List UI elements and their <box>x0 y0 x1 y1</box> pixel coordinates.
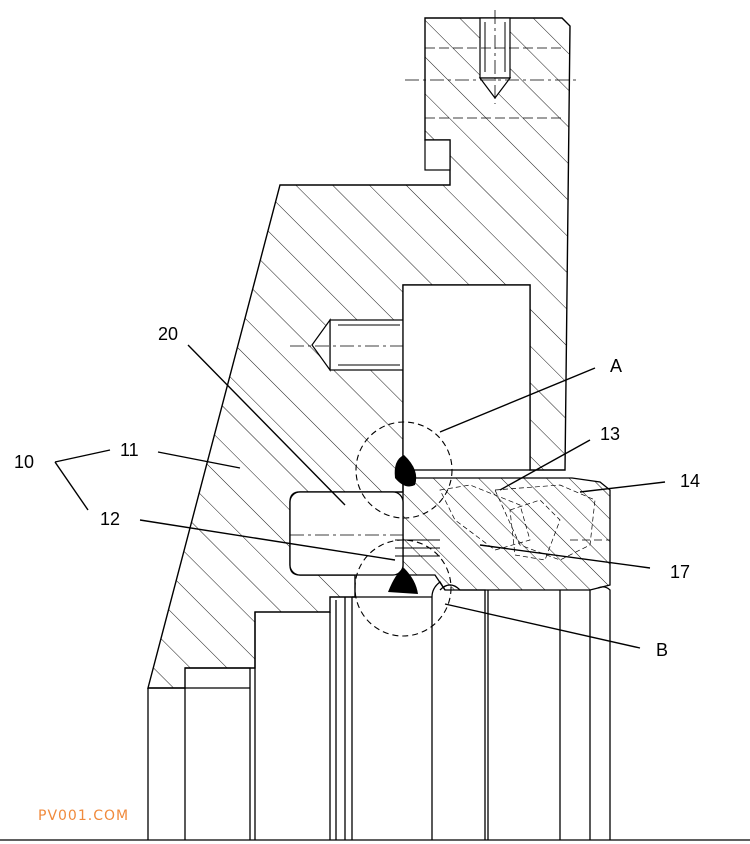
label-13: 13 <box>600 424 620 444</box>
detail-circle-b <box>354 539 452 637</box>
side-bolt <box>290 318 425 372</box>
label-b: B <box>656 640 668 660</box>
seal-ring <box>402 477 611 591</box>
leader-lines <box>54 344 666 649</box>
weld-bead-b <box>388 568 418 594</box>
label-20: 20 <box>158 324 178 344</box>
label-14: 14 <box>680 471 700 491</box>
label-17: 17 <box>670 562 690 582</box>
inner-cavity <box>402 284 531 471</box>
weld-bead-a <box>394 455 417 487</box>
slot-12 <box>289 491 404 576</box>
flange-notch <box>424 139 451 171</box>
label-11: 11 <box>120 440 139 460</box>
detail-circle-a <box>355 421 453 519</box>
top-bolt <box>405 10 580 119</box>
label-10: 10 <box>14 452 34 472</box>
watermark: PV001.COM <box>38 808 130 824</box>
label-a: A <box>610 356 622 376</box>
label-12: 12 <box>100 509 120 529</box>
lower-shaft <box>147 581 611 840</box>
